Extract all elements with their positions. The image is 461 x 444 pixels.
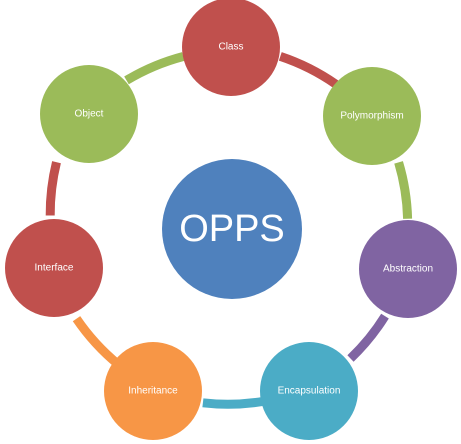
node-abstraction-label: Abstraction [383,264,433,275]
node-polymorphism-circle [323,67,421,165]
node-class-label: Class [218,42,243,53]
connector-object-class [124,52,185,85]
center-circle [162,159,302,299]
connector-abstraction-encapsulation [347,313,389,362]
node-encapsulation: Encapsulation [260,342,358,440]
node-class-circle [182,0,280,96]
connector-class-polymorphism [278,52,339,88]
node-inheritance-circle [104,342,202,440]
node-object-circle [40,65,138,163]
node-inheritance: Inheritance [104,342,202,440]
center-label: OPPS [179,208,285,250]
node-interface-label: Interface [35,263,74,274]
node-interface: Interface [5,219,103,317]
node-polymorphism-label: Polymorphism [340,111,403,122]
center-node: OPPS [162,159,302,299]
node-interface-circle [5,219,103,317]
node-object: Object [40,65,138,163]
node-encapsulation-circle [260,342,358,440]
connector-inheritance-interface [72,316,121,368]
connector-interface-object [45,161,61,216]
node-encapsulation-label: Encapsulation [278,386,341,397]
node-polymorphism: Polymorphism [323,67,421,165]
node-inheritance-label: Inheritance [128,386,178,397]
node-object-label: Object [75,109,104,120]
node-abstraction: Abstraction [359,220,457,318]
connector-polymorphism-abstraction [394,161,413,219]
connector-encapsulation-inheritance [202,396,265,409]
node-class: Class [182,0,280,96]
node-abstraction-circle [359,220,457,318]
